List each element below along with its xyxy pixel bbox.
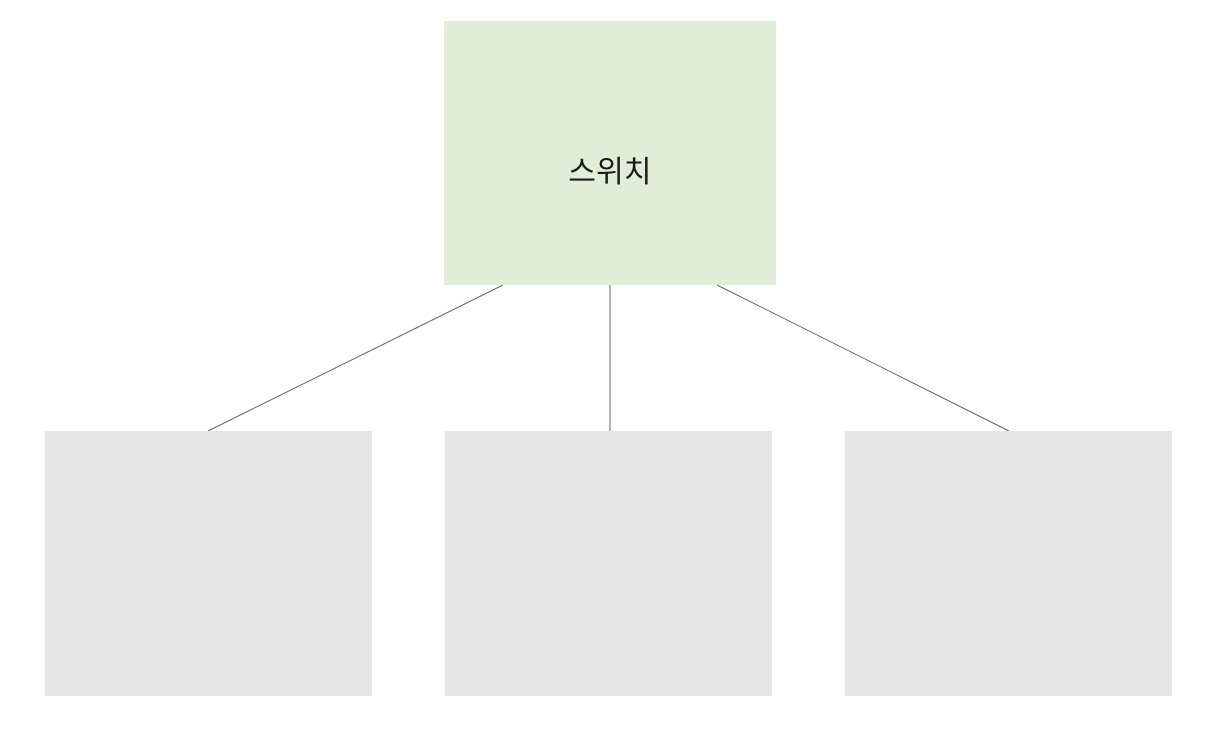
edge-switch-to-computer-1 xyxy=(207,284,504,432)
node-computer-1[interactable]: 컴퓨터 1 xyxy=(45,431,372,696)
node-switch[interactable]: 스위치 xyxy=(444,21,776,285)
node-computer-3[interactable]: 컴퓨터 3 xyxy=(845,431,1172,696)
node-switch-label: 스위치 xyxy=(568,156,652,189)
node-computer-2[interactable]: 컴퓨터 2 xyxy=(445,431,772,696)
edge-switch-to-computer-3 xyxy=(716,284,1010,432)
